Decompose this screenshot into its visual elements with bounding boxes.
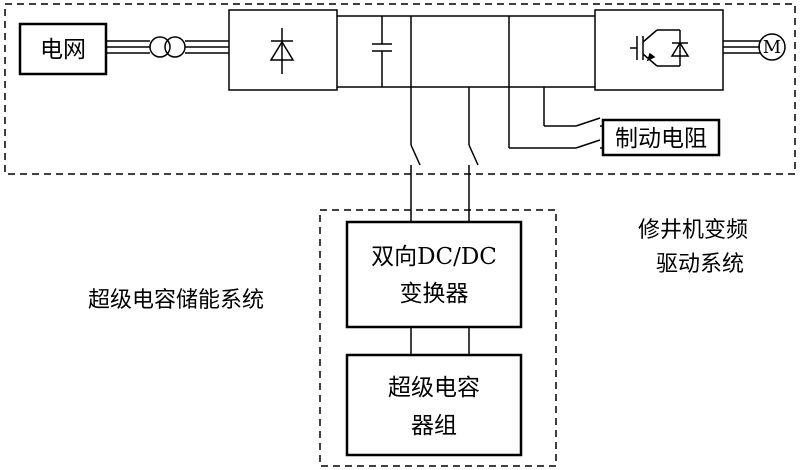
converter-label-line2: 变换器: [400, 281, 469, 307]
dc-bus: [337, 15, 595, 88]
inverter-block: [594, 9, 724, 91]
storage-region-label: 超级电容储能系统: [88, 288, 264, 313]
vfd-region-label-line1: 修井机变频: [638, 218, 748, 243]
grid-block: [18, 22, 108, 76]
motor-label: M: [763, 37, 781, 58]
rectifier-block: [228, 9, 338, 91]
transformer-icon: [149, 36, 186, 58]
vfd-region-label-line2: 驱动系统: [656, 252, 744, 277]
brake-branch: [508, 87, 603, 149]
switch-icon: [410, 87, 479, 222]
diode-icon: [269, 28, 295, 74]
rectifier-feed-lines: [185, 40, 229, 54]
capacitor-icon: [372, 16, 392, 87]
supercap-bank-block: [345, 353, 523, 457]
motor-icon: [758, 33, 786, 61]
motor-feed-lines: [723, 40, 760, 54]
storage-system-boundary: [319, 209, 557, 467]
grid-feed-lines: [106, 40, 150, 54]
supercap-label-line1: 超级电容: [388, 375, 480, 401]
dcdc-converter-block: [345, 220, 523, 329]
igbt-icon: [630, 29, 690, 67]
converter-label-line1: 双向DC/DC: [371, 244, 497, 270]
supercap-label-line2: 器组: [411, 413, 457, 439]
brake-resistor-label: 制动电阻: [615, 126, 707, 152]
grid-label: 电网: [40, 37, 86, 63]
brake-resistor-block: [601, 118, 721, 157]
